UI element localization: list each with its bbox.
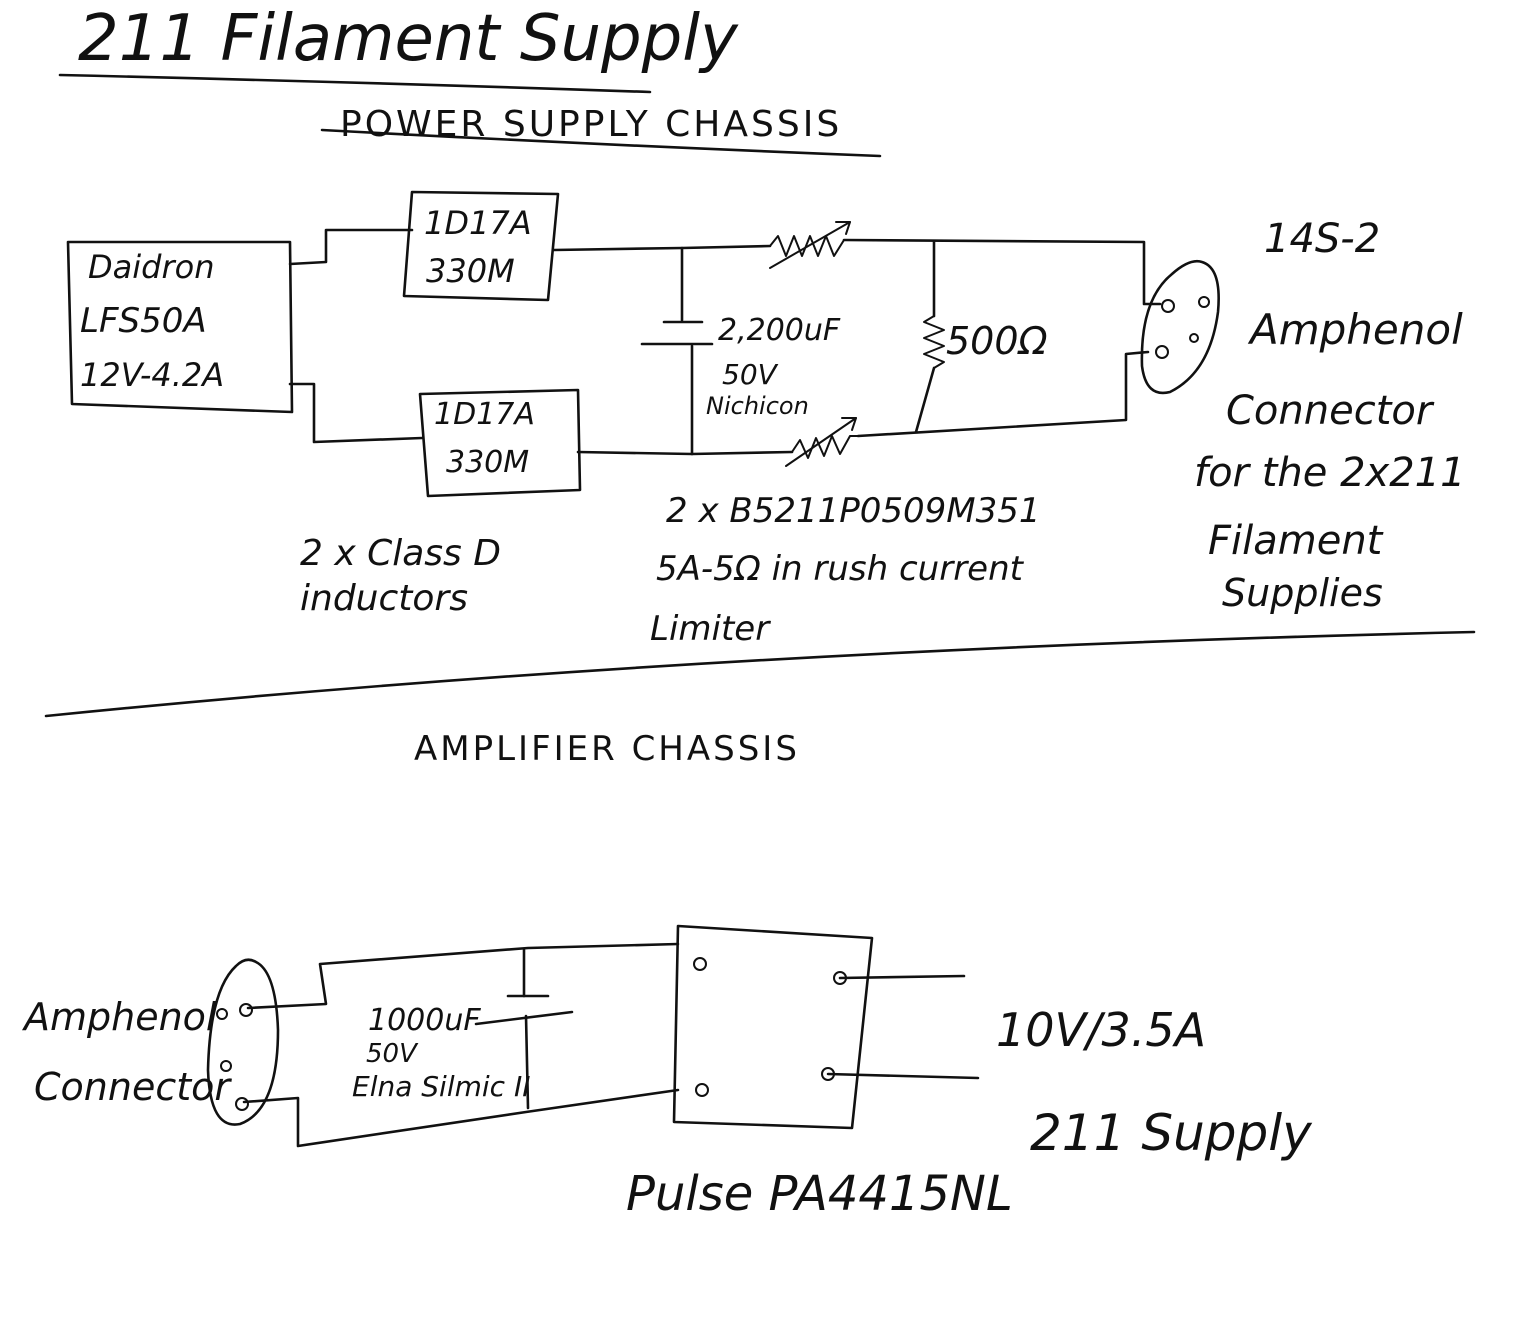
psu-label-rating: 12V-4.2A [80,356,224,394]
connector-note-line2: Amphenol [1247,305,1463,354]
capacitor-2200-brand: Nichicon [706,392,809,420]
wire-psu-top [288,228,414,266]
amp-connector-label-line1: Amphenol [21,995,217,1039]
capacitor-1000-value: 1000uF [368,1003,481,1038]
capacitor-1000-voltage: 50V [366,1039,419,1069]
capacitor-2200-voltage: 50V [722,358,779,391]
resistor-500: 500Ω [914,240,1048,434]
wire-bottom-rail-right [856,350,1150,438]
connector-note-line4: for the 2x211 [1194,450,1466,496]
capacitor-2200-value: 2,200uF [718,313,841,348]
output-label: 211 Supply [1030,1104,1313,1162]
psu-label-brand: Daidron [88,248,214,286]
wire-top-rail-right [842,238,1162,306]
converter-label: Pulse PA4415NL [626,1166,1013,1222]
wire-amp-top [246,942,680,1010]
psu-module: Daidron LFS50A 12V-4.2A [66,240,294,414]
power-heading-underline [320,128,882,158]
inductor-top-part: 1D17A [424,204,532,242]
output-rating: 10V/3.5A [996,1003,1206,1057]
capacitor-1000-brand: Elna Silmic II [352,1070,530,1103]
limiter-note-line2: 5A-5Ω in rush current [656,549,1025,589]
inductor-top: 1D17A 330M [402,190,560,302]
wire-out-bottom [826,1072,980,1080]
wire-amp-bottom [242,1088,680,1148]
inductor-top-value: 330M [426,252,515,290]
connector-note-line1: 14S-2 [1264,216,1380,262]
inductor-note-line1: 2 x Class D [300,533,501,574]
inductor-note-line2: inductors [300,578,468,619]
section-divider [44,630,1476,718]
amp-connector-label-line2: Connector [34,1065,232,1109]
capacitor-1000uf: 1000uF 50V Elna Silmic II [352,948,574,1110]
title-underline [58,73,652,94]
inrush-limiter-top [769,221,851,269]
amphenol-connector-amp [206,958,280,1126]
amp-section-heading: AMPLIFIER CHASSIS [414,729,800,769]
inductor-bottom: 1D17A 330M [418,388,582,498]
resistor-value: 500Ω [946,319,1048,363]
inrush-limiter-bottom [785,417,859,467]
connector-note-line5: Filament [1208,518,1384,564]
page-title: 211 Filament Supply [78,2,739,76]
capacitor-2200uf: 2,200uF 50V Nichicon [640,246,841,456]
wire-psu-bottom [288,382,424,444]
wire-top-rail [552,244,772,252]
wire-bottom-rail [576,450,794,456]
limiter-note-line3: Limiter [650,609,771,649]
wire-out-top [838,974,966,980]
connector-note-line3: Connector [1226,388,1435,434]
connector-note-line6: Supplies [1222,571,1383,615]
inductor-bottom-part: 1D17A [434,397,535,432]
psu-label-model: LFS50A [80,301,207,341]
inductor-bottom-value: 330M [446,445,529,480]
power-section-heading: POWER SUPPLY CHASSIS [340,104,842,145]
dcdc-converter [672,924,874,1130]
amphenol-connector-psu [1140,259,1220,395]
limiter-note-line1: 2 x B5211P0509M351 [666,491,1040,531]
